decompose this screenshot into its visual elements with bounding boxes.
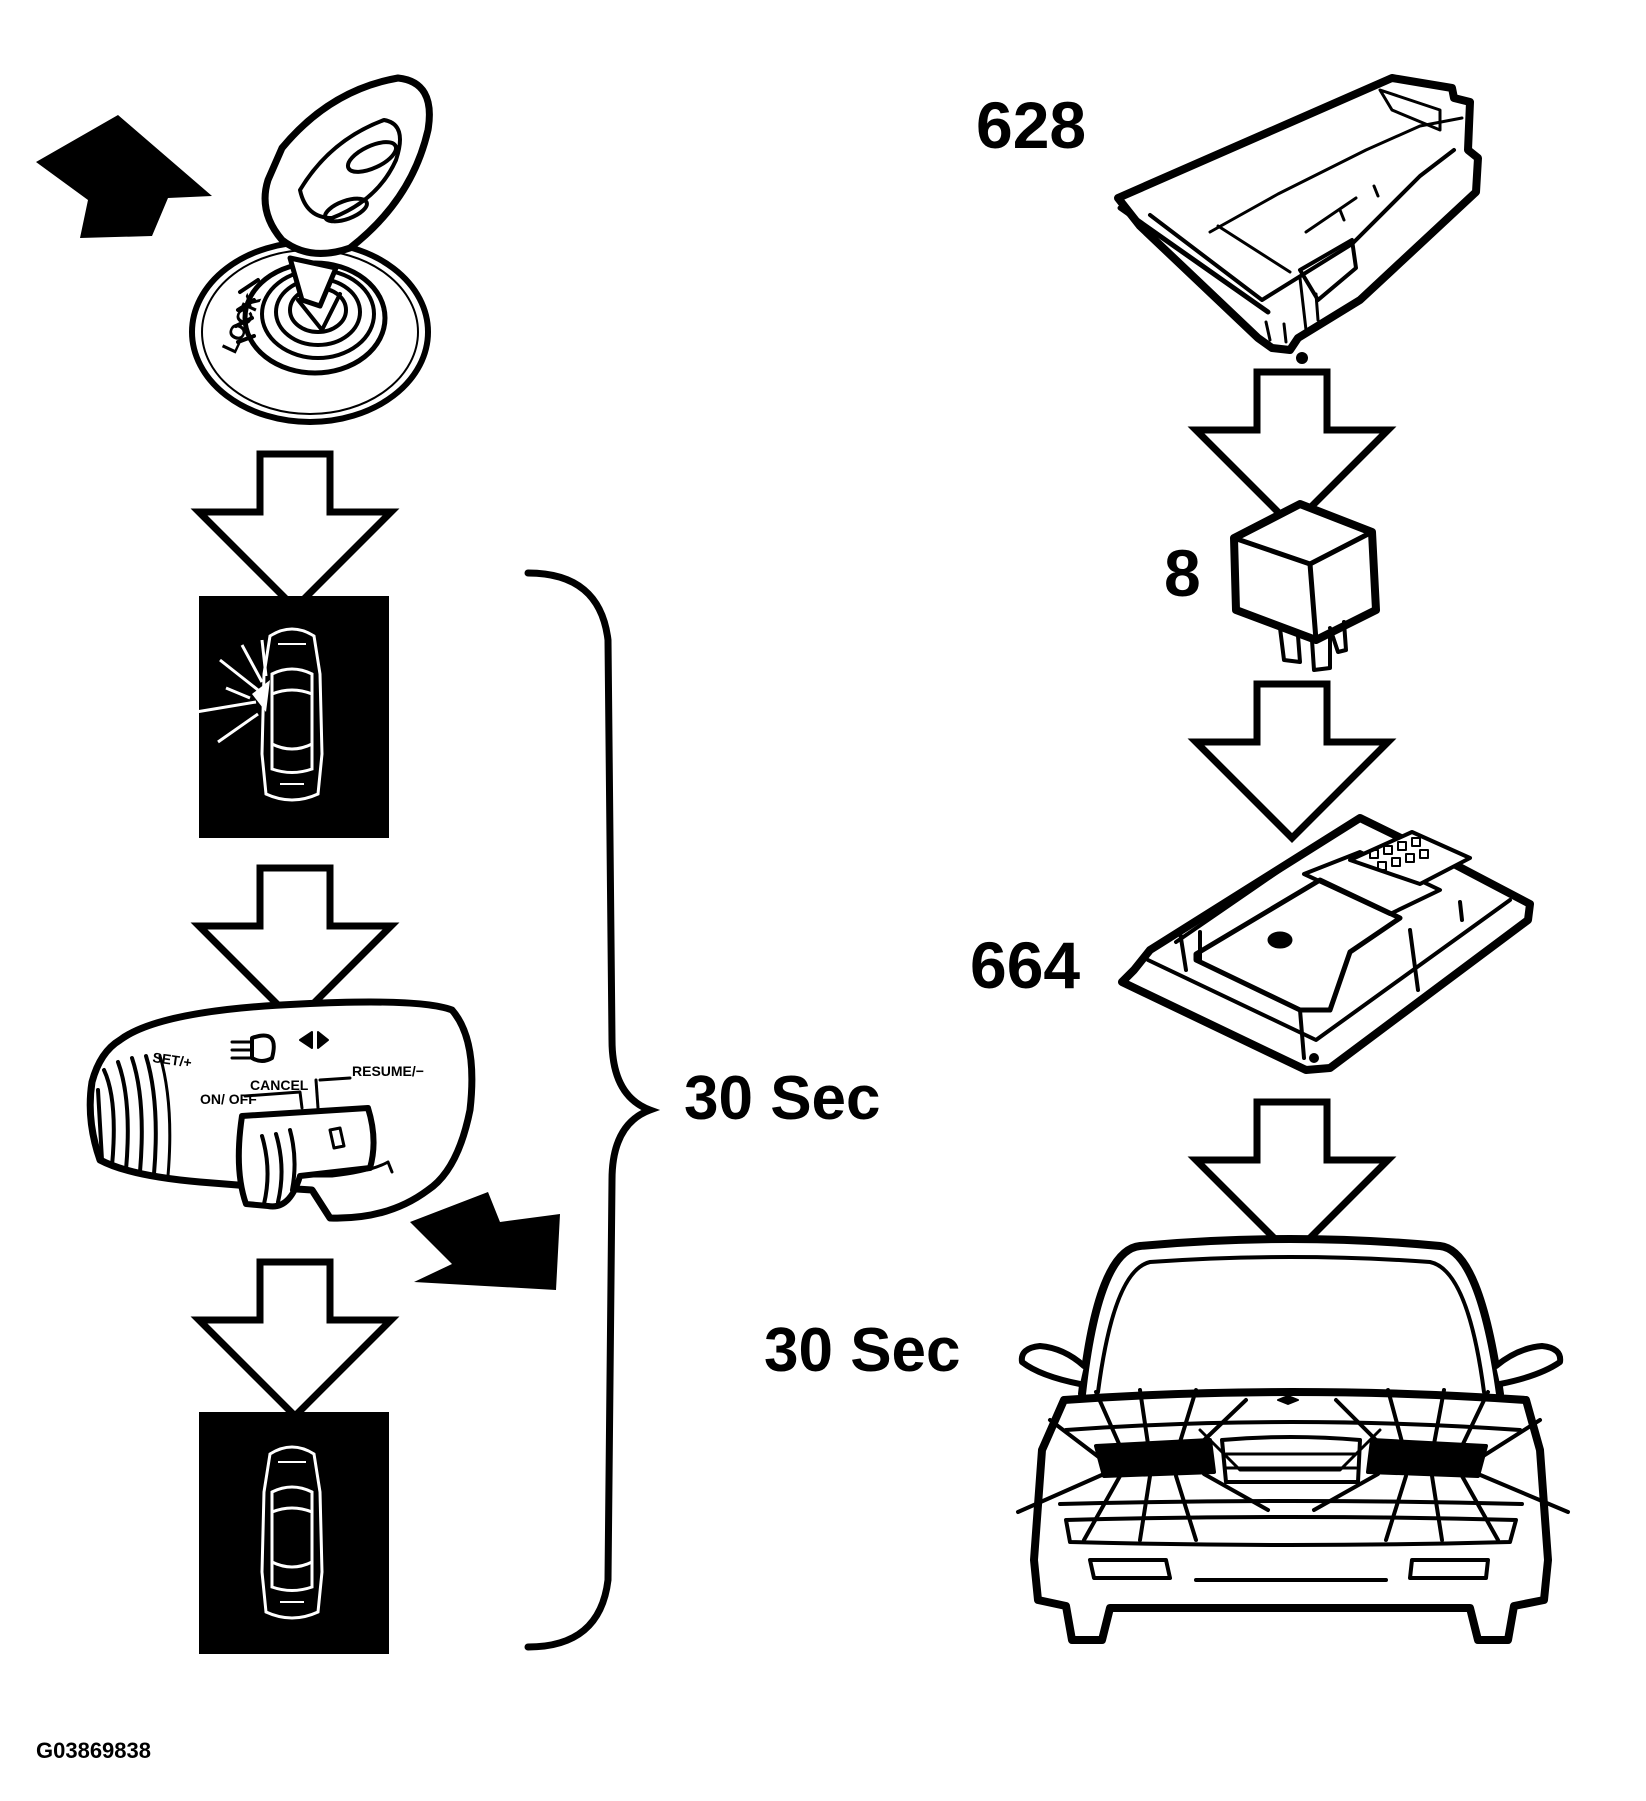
cruise-control-switch-icon: [86, 998, 476, 1222]
ignition-key-icon: [189, 74, 433, 425]
timer-label-left: 30 Sec: [684, 1064, 881, 1133]
timer-label-right: 30 Sec: [764, 1316, 961, 1385]
module-628-label: 628: [976, 88, 1087, 162]
flow-arrow-1: [199, 454, 391, 608]
switch-resume-label: RESUME/−: [352, 1063, 424, 1079]
push-arrow-icon: [410, 1192, 560, 1290]
relay-8-label: 8: [1164, 536, 1201, 610]
switch-set-label: SET/+: [152, 1049, 193, 1070]
relay-8-icon: [1230, 500, 1380, 672]
indicator-panel-flashing: [195, 596, 389, 838]
switch-onoff-label: ON/ OFF: [200, 1091, 257, 1107]
up-arrow-icon: [36, 115, 212, 238]
switch-cancel-label: CANCEL: [250, 1077, 309, 1093]
flow-arrow-3: [199, 1262, 391, 1416]
time-brace: [524, 569, 661, 1651]
car-front-hazard-icon: [1016, 1235, 1570, 1644]
flow-arrow-4: [1196, 372, 1388, 526]
control-module-628-icon: [1114, 74, 1482, 364]
figure-code: G03869838: [36, 1738, 151, 1763]
control-module-664-icon: [1118, 814, 1534, 1074]
flow-arrow-6: [1196, 1102, 1388, 1256]
indicator-panel-off: [199, 1412, 389, 1654]
module-664-label: 664: [970, 928, 1081, 1002]
